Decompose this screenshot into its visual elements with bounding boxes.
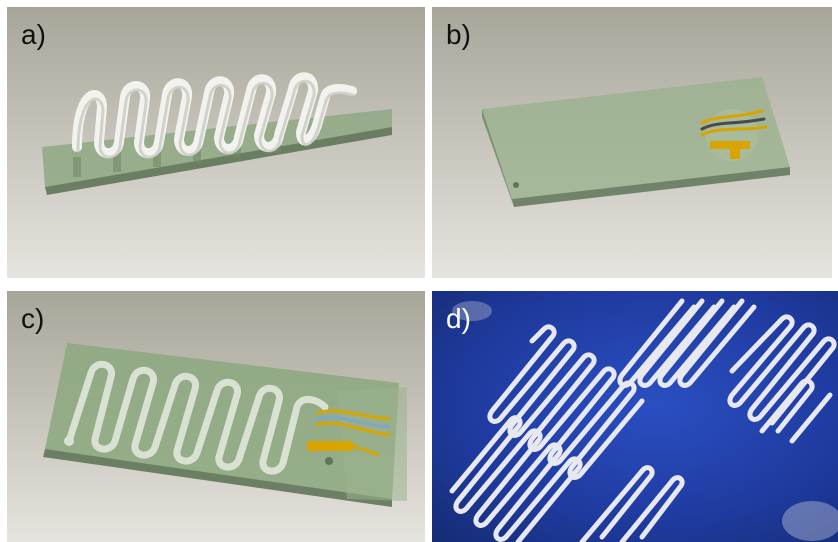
glass-slab	[482, 77, 790, 199]
panel-d-label: d)	[446, 303, 471, 334]
serpentine-channel	[65, 360, 329, 475]
panel-b: b)	[432, 7, 832, 278]
panel-b-label: b)	[446, 19, 471, 50]
electrode-pad	[307, 441, 353, 451]
panel-c-label: c)	[21, 303, 45, 334]
electrodes	[700, 109, 768, 137]
electrode-pad	[710, 141, 750, 149]
panel-d: d)	[432, 291, 838, 542]
electrodes	[315, 409, 391, 437]
panel-d-illustration	[432, 291, 838, 542]
panel-c-illustration	[7, 291, 425, 542]
wafer-serpentines	[449, 298, 837, 542]
panel-c: c)	[7, 291, 425, 542]
panel-b-illustration	[432, 7, 832, 278]
panel-a-illustration	[7, 7, 425, 278]
panel-a: a)	[7, 7, 425, 278]
panel-a-label: a)	[21, 19, 46, 50]
